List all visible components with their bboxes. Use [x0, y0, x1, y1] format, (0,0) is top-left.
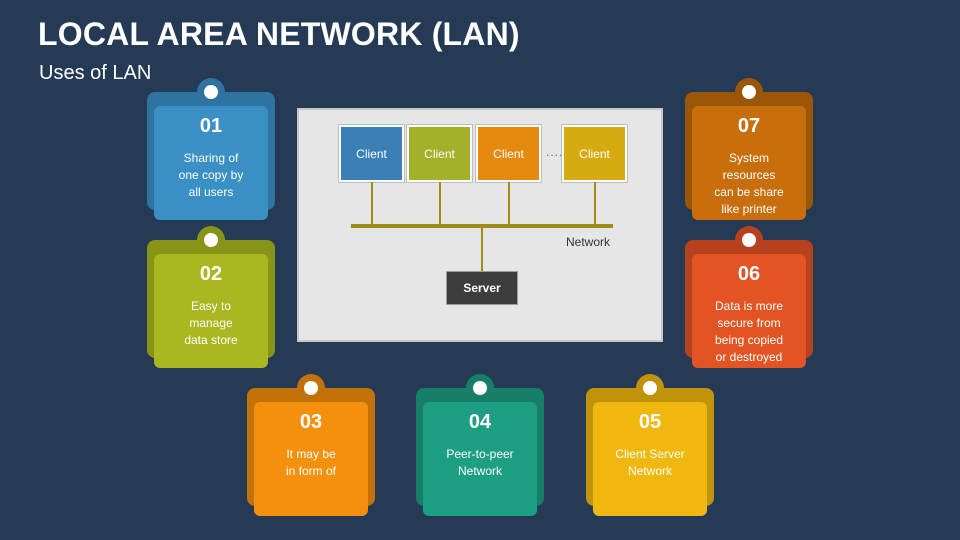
card-text: Peer-to-peer Network	[446, 447, 514, 478]
card-front: 04 Peer-to-peer Network	[423, 402, 537, 516]
use-card-03: 03 It may be in form of	[247, 374, 375, 516]
card-number: 07	[737, 115, 761, 137]
client-box-3: Client	[475, 124, 542, 183]
client-connector-2	[439, 182, 441, 226]
card-front: 07 System resources can be share like pr…	[692, 106, 806, 220]
card-number: 05	[638, 411, 662, 433]
card-front: 03 It may be in form of	[254, 402, 368, 516]
page-subtitle: Uses of LAN	[39, 62, 152, 84]
server-box: Server	[446, 271, 518, 305]
client-connector-4	[594, 182, 596, 226]
card-text: Client Server Network	[615, 447, 685, 478]
card-number: 01	[199, 115, 223, 137]
card-text: It may be in form of	[285, 447, 336, 478]
card-pin-dot	[643, 381, 657, 395]
client-box-4: Client	[561, 124, 628, 183]
card-pin-dot	[742, 233, 756, 247]
card-front: 06 Data is more secure from being copied…	[692, 254, 806, 368]
more-clients-ellipsis: ....	[546, 145, 564, 159]
card-pin-dot	[204, 233, 218, 247]
use-card-05: 05 Client Server Network	[586, 374, 714, 516]
client-box-1: Client	[338, 124, 405, 183]
client-box-2: Client	[406, 124, 473, 183]
card-front: 02 Easy to manage data store	[154, 254, 268, 368]
card-number: 06	[737, 263, 761, 285]
use-card-07: 07 System resources can be share like pr…	[685, 78, 813, 220]
card-text: Easy to manage data store	[184, 299, 238, 347]
card-number: 03	[299, 411, 323, 433]
card-number: 02	[199, 263, 223, 285]
lan-diagram: Client Client Client .... Client Network…	[297, 108, 663, 342]
card-pin-dot	[742, 85, 756, 99]
server-connector	[481, 226, 483, 271]
card-pin-dot	[473, 381, 487, 395]
use-card-04: 04 Peer-to-peer Network	[416, 374, 544, 516]
use-card-02: 02 Easy to manage data store	[147, 226, 275, 368]
card-pin-dot	[304, 381, 318, 395]
network-label: Network	[566, 235, 611, 249]
card-number: 04	[468, 411, 492, 433]
page-title: LOCAL AREA NETWORK (LAN)	[38, 16, 520, 52]
card-front: 05 Client Server Network	[593, 402, 707, 516]
client-connector-1	[371, 182, 373, 226]
use-card-01: 01 Sharing of one copy by all users	[147, 78, 275, 220]
card-text: Sharing of one copy by all users	[178, 151, 244, 199]
card-front: 01 Sharing of one copy by all users	[154, 106, 268, 220]
card-text: Data is more secure from being copied or…	[714, 299, 784, 364]
card-pin-dot	[204, 85, 218, 99]
card-text: System resources can be share like print…	[714, 151, 784, 216]
use-card-06: 06 Data is more secure from being copied…	[685, 226, 813, 368]
client-connector-3	[508, 182, 510, 226]
